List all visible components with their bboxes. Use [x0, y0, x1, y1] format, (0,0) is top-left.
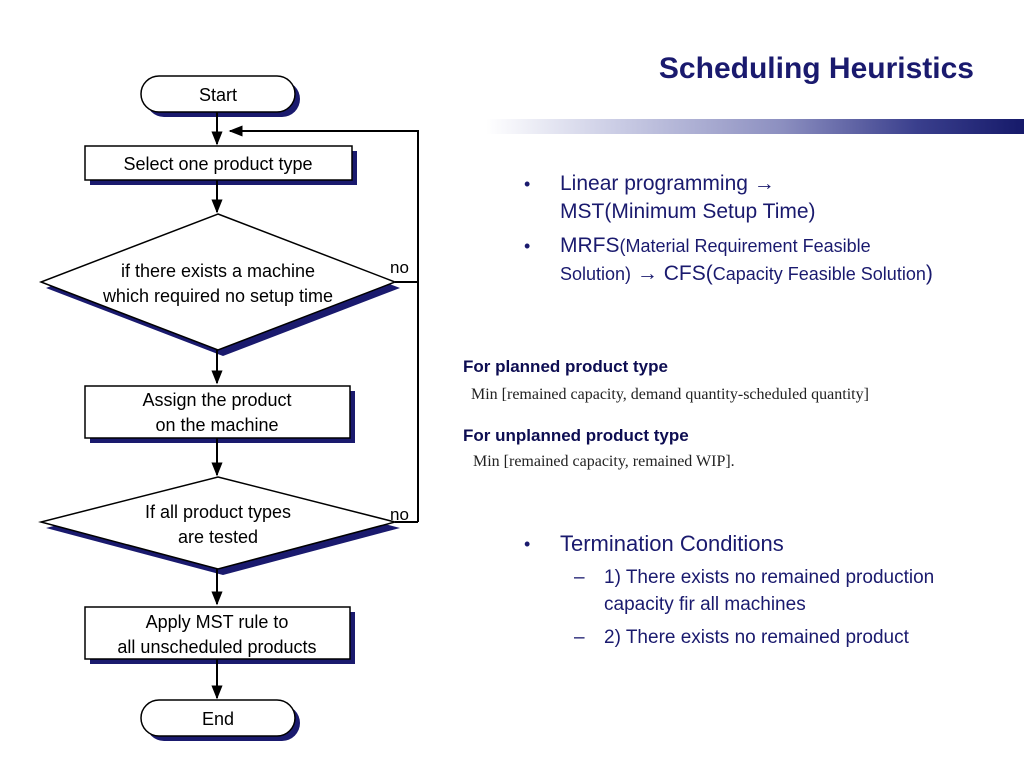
cfs-term: CFS(: [663, 262, 713, 285]
cfs-expansion: Capacity Feasible Solution: [712, 264, 926, 284]
decision1-line1: if there exists a machine: [121, 261, 315, 281]
method-bullets: Linear programming → MST(Minimum Setup T…: [516, 170, 946, 294]
mrfs-expansion: (Material Requirement Feasible Solution): [560, 236, 871, 284]
termination-list: Termination Conditions 1) There exists n…: [516, 530, 986, 657]
decision2-line2: are tested: [178, 527, 258, 547]
unplanned-formula: Min [remained capacity, remained WIP].: [473, 453, 735, 470]
apply-line1: Apply MST rule to: [146, 612, 289, 632]
cfs-close: ): [925, 262, 933, 285]
no-label-2: no: [390, 505, 409, 524]
mrfs-arrow: →: [631, 262, 664, 285]
apply-mst-box: Apply MST rule to all unscheduled produc…: [84, 606, 355, 664]
decision-all-tested: If all product types are tested: [38, 476, 400, 575]
termination-condition-1: 1) There exists no remained production c…: [560, 564, 986, 618]
bullet1-line2: MST(Minimum Setup Time): [560, 200, 816, 223]
termination-heading-text: Termination Conditions: [560, 531, 784, 556]
assign-product-box: Assign the product on the machine: [84, 385, 355, 443]
loop-arrow-decision1: [228, 125, 419, 283]
bullet-mrfs: MRFS(Material Requirement Feasible Solut…: [516, 232, 946, 288]
start-terminator: Start: [140, 75, 300, 117]
start-label: Start: [199, 85, 237, 105]
title-gradient-bar: [486, 119, 1024, 134]
assign-line2: on the machine: [155, 415, 278, 435]
mrfs-term: MRFS: [560, 234, 620, 257]
termination-conditions: 1) There exists no remained production c…: [560, 564, 986, 651]
decision-setup-time: if there exists a machine which required…: [38, 213, 400, 356]
select-label: Select one product type: [123, 154, 312, 174]
unplanned-heading: For unplanned product type: [463, 426, 689, 445]
planned-heading: For planned product type: [463, 357, 668, 376]
flowchart: Start Select one product type if there e…: [38, 75, 419, 741]
bullet1-line1: Linear programming →: [560, 172, 775, 195]
decision2-line1: If all product types: [145, 502, 291, 522]
bullet-linear-programming: Linear programming → MST(Minimum Setup T…: [516, 170, 946, 226]
termination-condition-2: 2) There exists no remained product: [560, 624, 986, 651]
no-label-1: no: [390, 258, 409, 277]
assign-line1: Assign the product: [142, 390, 291, 410]
end-terminator: End: [140, 699, 300, 741]
select-product-box: Select one product type: [84, 145, 357, 185]
termination-heading: Termination Conditions 1) There exists n…: [516, 530, 986, 651]
planned-formula: Min [remained capacity, demand quantity-…: [471, 386, 869, 403]
slide-title: Scheduling Heuristics: [658, 52, 974, 85]
end-label: End: [202, 709, 234, 729]
apply-line2: all unscheduled products: [117, 637, 316, 657]
decision1-line2: which required no setup time: [102, 286, 333, 306]
